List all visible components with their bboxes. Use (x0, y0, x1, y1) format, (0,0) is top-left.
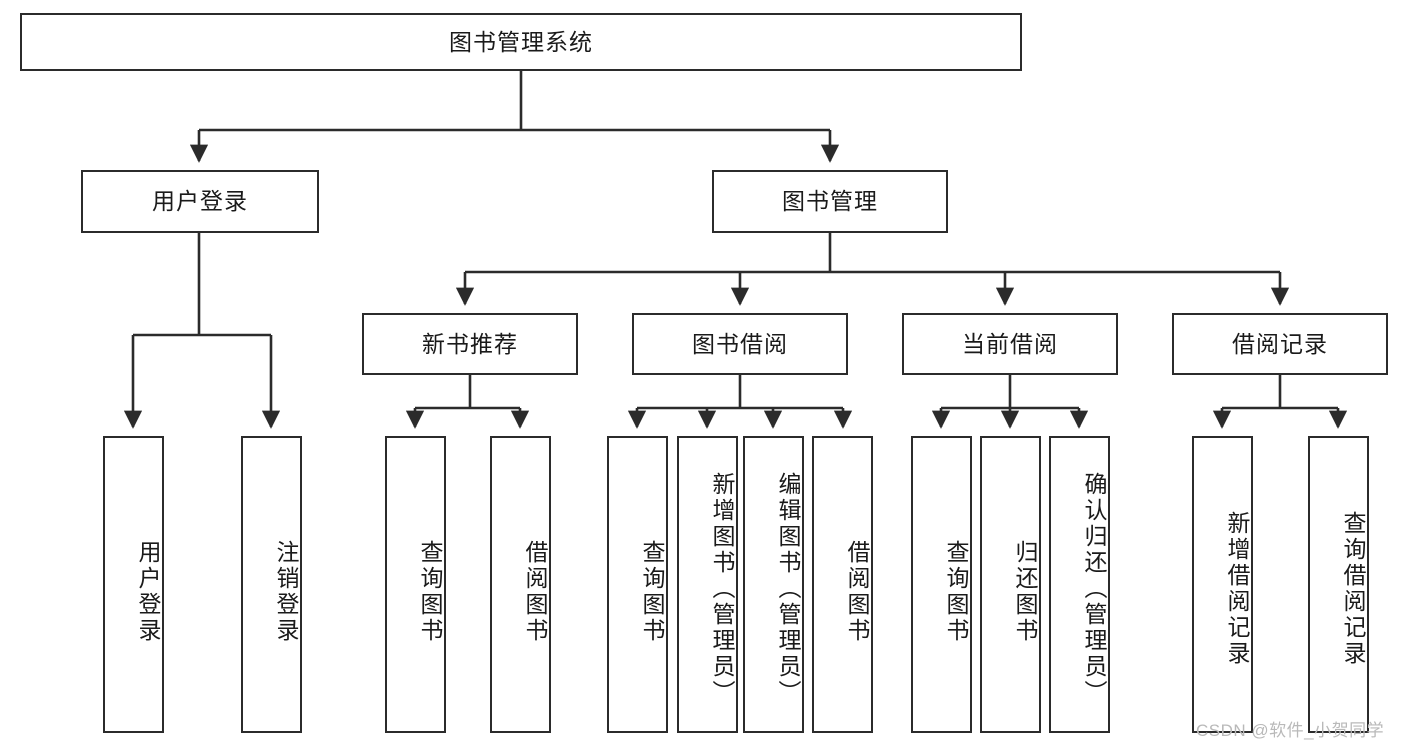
node-leaf-confirm-return-label: 确认归还（管理员） (1081, 471, 1107, 706)
node-leaf-logout[interactable]: 注销登录 (241, 436, 302, 733)
node-leaf-logout-label: 注销登录 (273, 539, 299, 644)
node-leaf-return-book[interactable]: 归还图书 (980, 436, 1041, 733)
node-root-label: 图书管理系统 (449, 28, 593, 55)
node-book-management-label: 图书管理 (782, 188, 878, 215)
node-leaf-user-login-label: 用户登录 (135, 539, 161, 644)
node-leaf-add-borrow-record-label: 新增借阅记录 (1224, 510, 1250, 667)
node-book-borrow[interactable]: 图书借阅 (632, 313, 848, 375)
node-current-borrow[interactable]: 当前借阅 (902, 313, 1118, 375)
node-leaf-query-borrow-record-label: 查询借阅记录 (1340, 510, 1366, 667)
node-leaf-add-book[interactable]: 新增图书（管理员） (677, 436, 738, 733)
node-leaf-query-borrow-record[interactable]: 查询借阅记录 (1308, 436, 1369, 733)
node-leaf-borrow-book-recommend-label: 借阅图书 (522, 539, 548, 644)
node-leaf-query-book-recommend-label: 查询图书 (417, 539, 443, 644)
node-leaf-query-book-borrow-label: 查询图书 (639, 539, 665, 644)
node-borrow-record[interactable]: 借阅记录 (1172, 313, 1388, 375)
node-new-book-recommend[interactable]: 新书推荐 (362, 313, 578, 375)
node-book-borrow-label: 图书借阅 (692, 330, 788, 357)
node-leaf-borrow-book[interactable]: 借阅图书 (812, 436, 873, 733)
node-book-management[interactable]: 图书管理 (712, 170, 948, 233)
node-new-book-recommend-label: 新书推荐 (422, 330, 518, 357)
node-user-login-label: 用户登录 (152, 188, 248, 215)
node-user-login[interactable]: 用户登录 (81, 170, 319, 233)
node-leaf-query-book-borrow[interactable]: 查询图书 (607, 436, 668, 733)
node-current-borrow-label: 当前借阅 (962, 330, 1058, 357)
node-leaf-borrow-book-recommend[interactable]: 借阅图书 (490, 436, 551, 733)
node-leaf-return-book-label: 归还图书 (1012, 539, 1038, 644)
node-leaf-user-login[interactable]: 用户登录 (103, 436, 164, 733)
node-leaf-query-book-current[interactable]: 查询图书 (911, 436, 972, 733)
node-leaf-edit-book-label: 编辑图书（管理员） (775, 471, 801, 706)
node-root[interactable]: 图书管理系统 (20, 13, 1022, 71)
node-leaf-add-borrow-record[interactable]: 新增借阅记录 (1192, 436, 1253, 733)
node-leaf-confirm-return[interactable]: 确认归还（管理员） (1049, 436, 1110, 733)
node-leaf-borrow-book-label: 借阅图书 (844, 539, 870, 644)
node-leaf-edit-book[interactable]: 编辑图书（管理员） (743, 436, 804, 733)
watermark-text: CSDN @软件_小贺同学 (1196, 721, 1385, 740)
node-leaf-query-book-current-label: 查询图书 (943, 539, 969, 644)
node-leaf-add-book-label: 新增图书（管理员） (709, 471, 735, 706)
node-leaf-query-book-recommend[interactable]: 查询图书 (385, 436, 446, 733)
node-borrow-record-label: 借阅记录 (1232, 330, 1328, 357)
